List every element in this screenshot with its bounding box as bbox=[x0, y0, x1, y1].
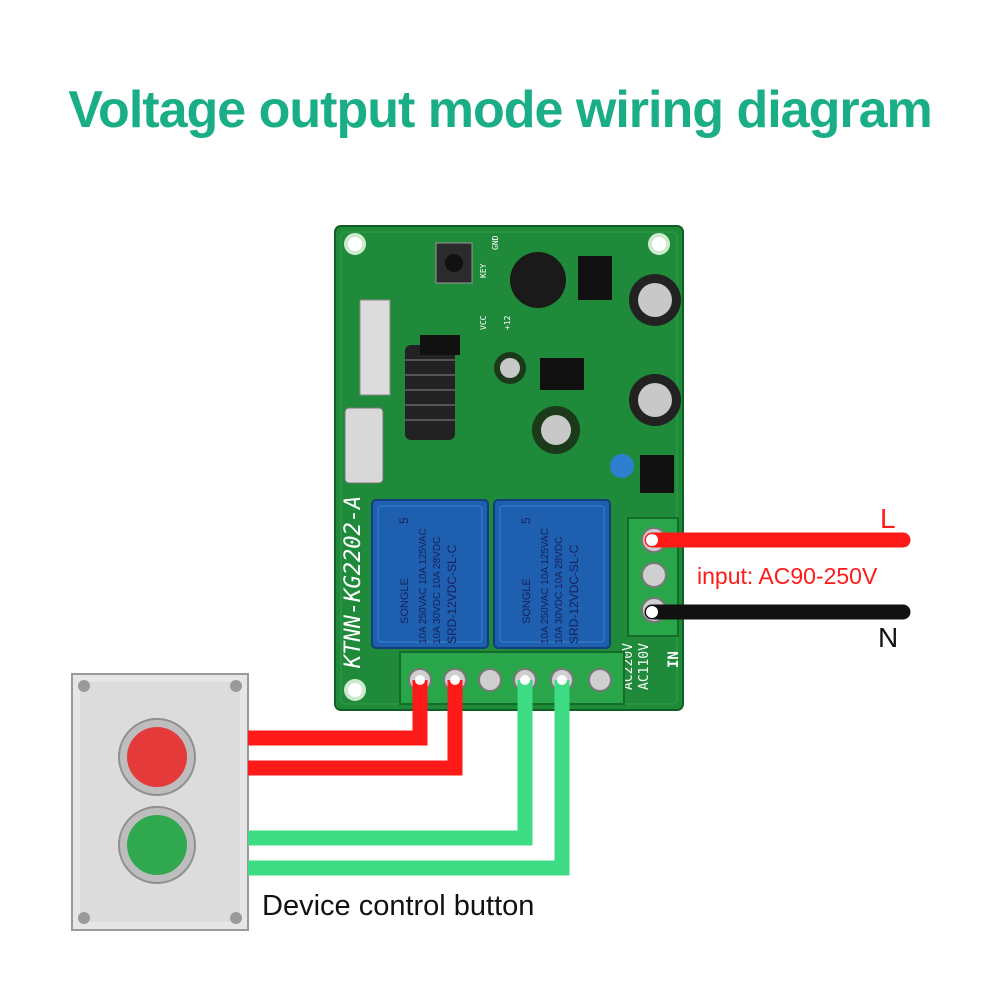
relay-2-pin: 5 bbox=[519, 517, 533, 524]
mounting-hole-icon bbox=[648, 233, 670, 255]
wire-neutral bbox=[644, 604, 911, 620]
box-screw-icon bbox=[78, 680, 90, 692]
wire-red-2 bbox=[248, 675, 463, 776]
label-live: L bbox=[880, 503, 896, 534]
page-title: Voltage output mode wiring diagram bbox=[68, 81, 933, 139]
learn-key-button[interactable] bbox=[435, 242, 473, 284]
box-screw-icon bbox=[230, 912, 242, 924]
terminal-screw-icon[interactable] bbox=[641, 562, 667, 588]
silkscreen-key: KEY bbox=[479, 263, 488, 278]
varistor bbox=[610, 454, 634, 478]
relay-2-rating-2: 10A 30VDC 10A 28VDC bbox=[554, 537, 565, 644]
silkscreen-gnd: GND bbox=[491, 235, 500, 250]
relay-1-model: SRD-12VDC-SL-C bbox=[445, 544, 459, 644]
silkscreen-plus12: +12 bbox=[503, 315, 512, 330]
control-button-box bbox=[71, 673, 249, 931]
relay-2: SONGLE 10A 250VAC 10A 125VAC 10A 30VDC 1… bbox=[493, 499, 611, 649]
capacitor bbox=[629, 274, 681, 326]
label-input-voltage: input: AC90-250V bbox=[697, 563, 878, 589]
capacitor bbox=[629, 374, 681, 426]
wire-live bbox=[644, 532, 911, 548]
relay-1-pin: 5 bbox=[397, 517, 411, 524]
mounting-hole-icon bbox=[344, 679, 366, 701]
wire-green-1 bbox=[248, 675, 533, 846]
board-model-label: KTNN-KG2202-A bbox=[341, 496, 366, 669]
capacitor bbox=[532, 406, 580, 454]
relay-2-brand: SONGLE bbox=[521, 578, 533, 624]
relay-1-rating-1: 10A 250VAC 10A 125VAC bbox=[418, 528, 429, 644]
label-neutral: N bbox=[878, 622, 899, 653]
silkscreen-vcc: VCC bbox=[479, 315, 488, 330]
relay-1-rating-2: 10A 30VDC 10A 28VDC bbox=[432, 537, 443, 644]
box-screw-icon bbox=[78, 912, 90, 924]
box-screw-icon bbox=[230, 680, 242, 692]
output-terminal-block bbox=[399, 651, 625, 705]
terminal-screw-icon[interactable] bbox=[478, 668, 502, 692]
label-control-button: Device control button bbox=[262, 890, 535, 922]
relay-1-brand: SONGLE bbox=[399, 578, 411, 624]
red-push-button[interactable] bbox=[127, 727, 187, 787]
capacitor bbox=[494, 352, 526, 384]
wire-green-2 bbox=[248, 675, 570, 876]
input-mark-in: IN bbox=[666, 651, 682, 668]
input-mark-110: AC110V bbox=[637, 643, 652, 690]
wire-red-1 bbox=[248, 675, 428, 746]
relay-2-model: SRD-12VDC-SL-C bbox=[567, 544, 581, 644]
relay-1: SONGLE 10A 250VAC 10A 125VAC 10A 30VDC 1… bbox=[371, 499, 489, 649]
relay-2-rating-1: 10A 250VAC 10A 125VAC bbox=[540, 528, 551, 644]
mounting-hole-icon bbox=[344, 233, 366, 255]
inductor bbox=[510, 252, 566, 308]
green-push-button[interactable] bbox=[127, 815, 187, 875]
antenna-coil bbox=[405, 345, 455, 440]
terminal-screw-icon[interactable] bbox=[588, 668, 612, 692]
